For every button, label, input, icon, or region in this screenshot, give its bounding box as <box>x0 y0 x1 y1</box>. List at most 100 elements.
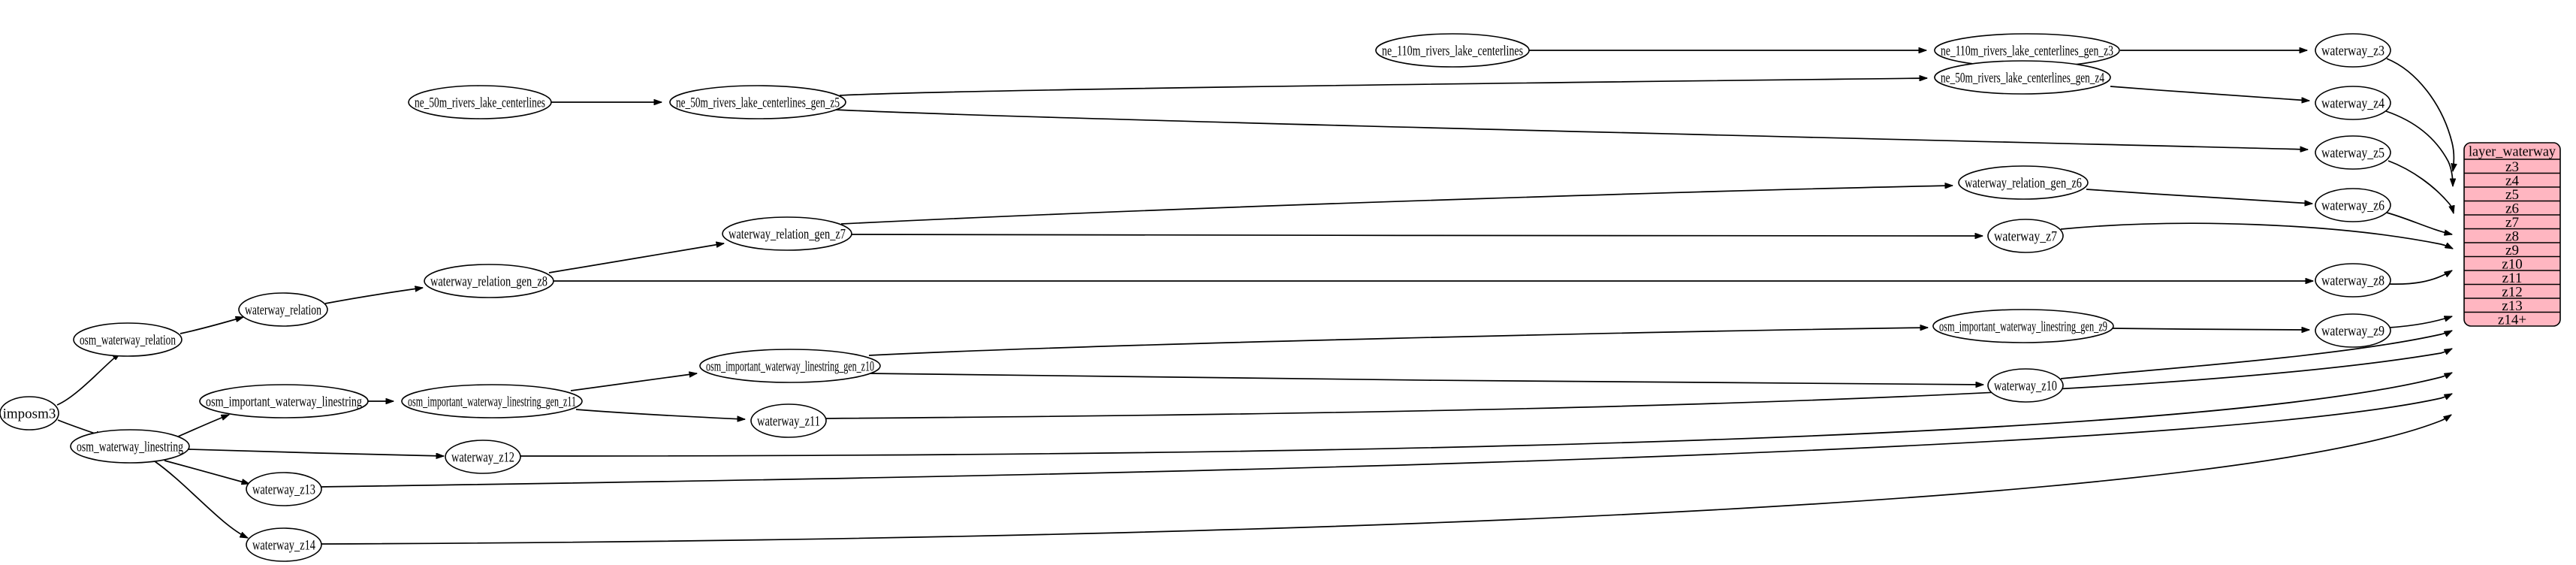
layer-row-label: z14+ <box>2498 312 2526 328</box>
layer-row-z12[interactable]: z12 <box>2464 283 2560 300</box>
layer-row-z5[interactable]: z5 <box>2464 186 2560 203</box>
edge-osm_important_waterway_linestring_gen_z10-to-waterway_z10 <box>867 373 1983 385</box>
edge-waterway_relation_gen_z7-to-waterway_relation_gen_z6 <box>840 186 1953 225</box>
node-waterway_z14[interactable]: waterway_z14 <box>246 527 322 562</box>
node-waterway_z12[interactable]: waterway_z12 <box>445 440 521 474</box>
layer-row-label: z12 <box>2502 284 2522 300</box>
edge-path <box>154 461 248 539</box>
edge-waterway_relation_gen_z6-to-waterway_z6 <box>2086 189 2312 204</box>
node-ne_110m_rivers_lake_centerlines[interactable]: ne_110m_rivers_lake_centerlines <box>1375 33 1530 68</box>
edge-ne_50m_rivers_lake_centerlines_gen_z5-to-ne_50m_rivers_lake_centerlines_gen_z4 <box>839 78 1927 96</box>
node-label: osm_important_waterway_linestring_gen_z9 <box>1939 319 2107 335</box>
edge-osm_waterway_linestring-to-waterway_z14 <box>154 461 248 539</box>
node-label: osm_important_waterway_linestring <box>206 394 362 410</box>
node-osm_waterway_linestring[interactable]: osm_waterway_linestring <box>70 429 190 464</box>
layer-row-label: z10 <box>2502 256 2522 272</box>
layer-row-z9[interactable]: z9 <box>2464 242 2560 258</box>
node-shape <box>238 292 328 327</box>
edge-path <box>548 243 724 273</box>
node-label: waterway_z4 <box>2321 96 2384 112</box>
edge-waterway_z9-to-layer_z9 <box>2388 316 2452 328</box>
node-shape <box>1987 368 2064 403</box>
node-waterway_relation_gen_z7[interactable]: waterway_relation_gen_z7 <box>722 216 852 251</box>
node-waterway_z6[interactable]: waterway_z6 <box>2315 188 2391 222</box>
node-ne_50m_rivers_lake_centerlines[interactable]: ne_50m_rivers_lake_centerlines <box>408 85 552 119</box>
edge-osm_waterway_relation-to-waterway_relation <box>179 317 243 334</box>
node-label: osm_waterway_relation <box>80 333 176 349</box>
layer-row-z14+[interactable]: z14+ <box>2464 311 2560 328</box>
node-label: waterway_z8 <box>2321 273 2384 289</box>
node-shape <box>750 403 827 438</box>
layer-row-z4[interactable]: z4 <box>2464 172 2560 189</box>
edge-path <box>324 288 423 304</box>
node-waterway_z11[interactable]: waterway_z11 <box>750 403 827 438</box>
edge-waterway_z14-to-layer_z14 <box>321 415 2451 545</box>
edge-path <box>2385 110 2453 186</box>
edge-path <box>868 328 1928 356</box>
edge-path <box>2060 330 2452 379</box>
layer-waterway-table: layer_waterwayz3z4z5z6z7z8z9z10z11z12z13… <box>2463 142 2561 328</box>
edge-waterway_relation_gen_z8-to-waterway_relation_gen_z7 <box>548 243 724 273</box>
layer-row-z3[interactable]: z3 <box>2464 159 2560 175</box>
node-label: osm_important_waterway_linestring_gen_z1… <box>706 359 874 375</box>
node-shape <box>70 429 190 464</box>
node-shape <box>2315 86 2391 120</box>
layer-row-label: z6 <box>2505 201 2519 216</box>
node-ne_50m_rivers_lake_centerlines_gen_z5[interactable]: ne_50m_rivers_lake_centerlines_gen_z5 <box>669 85 846 119</box>
node-waterway_relation_gen_z8[interactable]: waterway_relation_gen_z8 <box>424 264 554 298</box>
node-label: osm_waterway_linestring <box>77 440 183 455</box>
edge-path <box>2386 58 2454 171</box>
node-osm_waterway_relation[interactable]: osm_waterway_relation <box>73 322 182 357</box>
layer-row-z13[interactable]: z13 <box>2464 298 2560 314</box>
edge-waterway_z4-to-layer_z4 <box>2385 110 2453 186</box>
node-shape <box>73 322 182 357</box>
node-osm_important_waterway_linestring_gen_z11[interactable]: osm_important_waterway_linestring_gen_z1… <box>401 384 583 418</box>
node-waterway_z3[interactable]: waterway_z3 <box>2315 33 2391 68</box>
edge-path <box>575 409 745 419</box>
node-ne_110m_rivers_lake_centerlines_gen_z3[interactable]: ne_110m_rivers_lake_centerlines_gen_z3 <box>1934 33 2120 68</box>
node-shape <box>246 472 322 506</box>
edge-path <box>2060 222 2453 249</box>
layer-row-z6[interactable]: z6 <box>2464 200 2560 216</box>
node-label: ne_50m_rivers_lake_centerlines_gen_z5 <box>676 95 840 111</box>
node-shape <box>699 349 881 383</box>
node-shape <box>2315 135 2391 170</box>
edge-path <box>179 317 243 334</box>
node-osm_important_waterway_linestring_gen_z10[interactable]: osm_important_waterway_linestring_gen_z1… <box>699 349 881 383</box>
edge-path <box>2387 160 2454 213</box>
node-waterway_z4[interactable]: waterway_z4 <box>2315 86 2391 120</box>
edge-waterway_relation-to-waterway_relation_gen_z8 <box>324 288 423 304</box>
node-waterway_z8[interactable]: waterway_z8 <box>2315 263 2391 298</box>
layer-table-background <box>2463 142 2561 327</box>
node-waterway_z5[interactable]: waterway_z5 <box>2315 135 2391 170</box>
node-waterway_z13[interactable]: waterway_z13 <box>246 472 322 506</box>
node-osm_important_waterway_linestring[interactable]: osm_important_waterway_linestring <box>199 384 369 418</box>
node-waterway_relation[interactable]: waterway_relation <box>238 292 328 327</box>
edge-waterway_z8-to-layer_z8 <box>2387 270 2452 286</box>
node-waterway_z10[interactable]: waterway_z10 <box>1987 368 2064 403</box>
node-waterway_z7[interactable]: waterway_z7 <box>1987 219 2064 253</box>
layer-row-z8[interactable]: z8 <box>2464 228 2560 244</box>
layer-row-z10[interactable]: z10 <box>2464 255 2560 272</box>
node-shape <box>0 396 59 431</box>
node-label: ne_50m_rivers_lake_centerlines_gen_z4 <box>1941 71 2104 86</box>
node-osm_important_waterway_linestring_gen_z9[interactable]: osm_important_waterway_linestring_gen_z9 <box>1932 309 2114 343</box>
node-shape <box>408 85 552 119</box>
layer-row-z11[interactable]: z11 <box>2464 270 2560 286</box>
node-label: waterway_z3 <box>2321 44 2384 59</box>
layer-row-z7[interactable]: z7 <box>2464 214 2560 231</box>
node-label: osm_important_waterway_linestring_gen_z1… <box>408 394 576 410</box>
node-waterway_relation_gen_z6[interactable]: waterway_relation_gen_z6 <box>1958 165 2089 200</box>
node-label: imposm3 <box>3 406 56 422</box>
node-waterway_z9[interactable]: waterway_z9 <box>2315 313 2391 348</box>
node-imposm3[interactable]: imposm3 <box>0 396 59 431</box>
node-ne_50m_rivers_lake_centerlines_gen_z4[interactable]: ne_50m_rivers_lake_centerlines_gen_z4 <box>1934 60 2111 95</box>
edge-path <box>2386 212 2452 234</box>
node-shape <box>2315 188 2391 222</box>
layer-table-title: layer_waterway <box>2469 144 2556 160</box>
node-label: waterway_z7 <box>1994 229 2057 245</box>
edge-path <box>188 449 444 456</box>
edge-path <box>2388 316 2452 328</box>
edge-waterway_z6-to-layer_z6 <box>2386 212 2452 234</box>
